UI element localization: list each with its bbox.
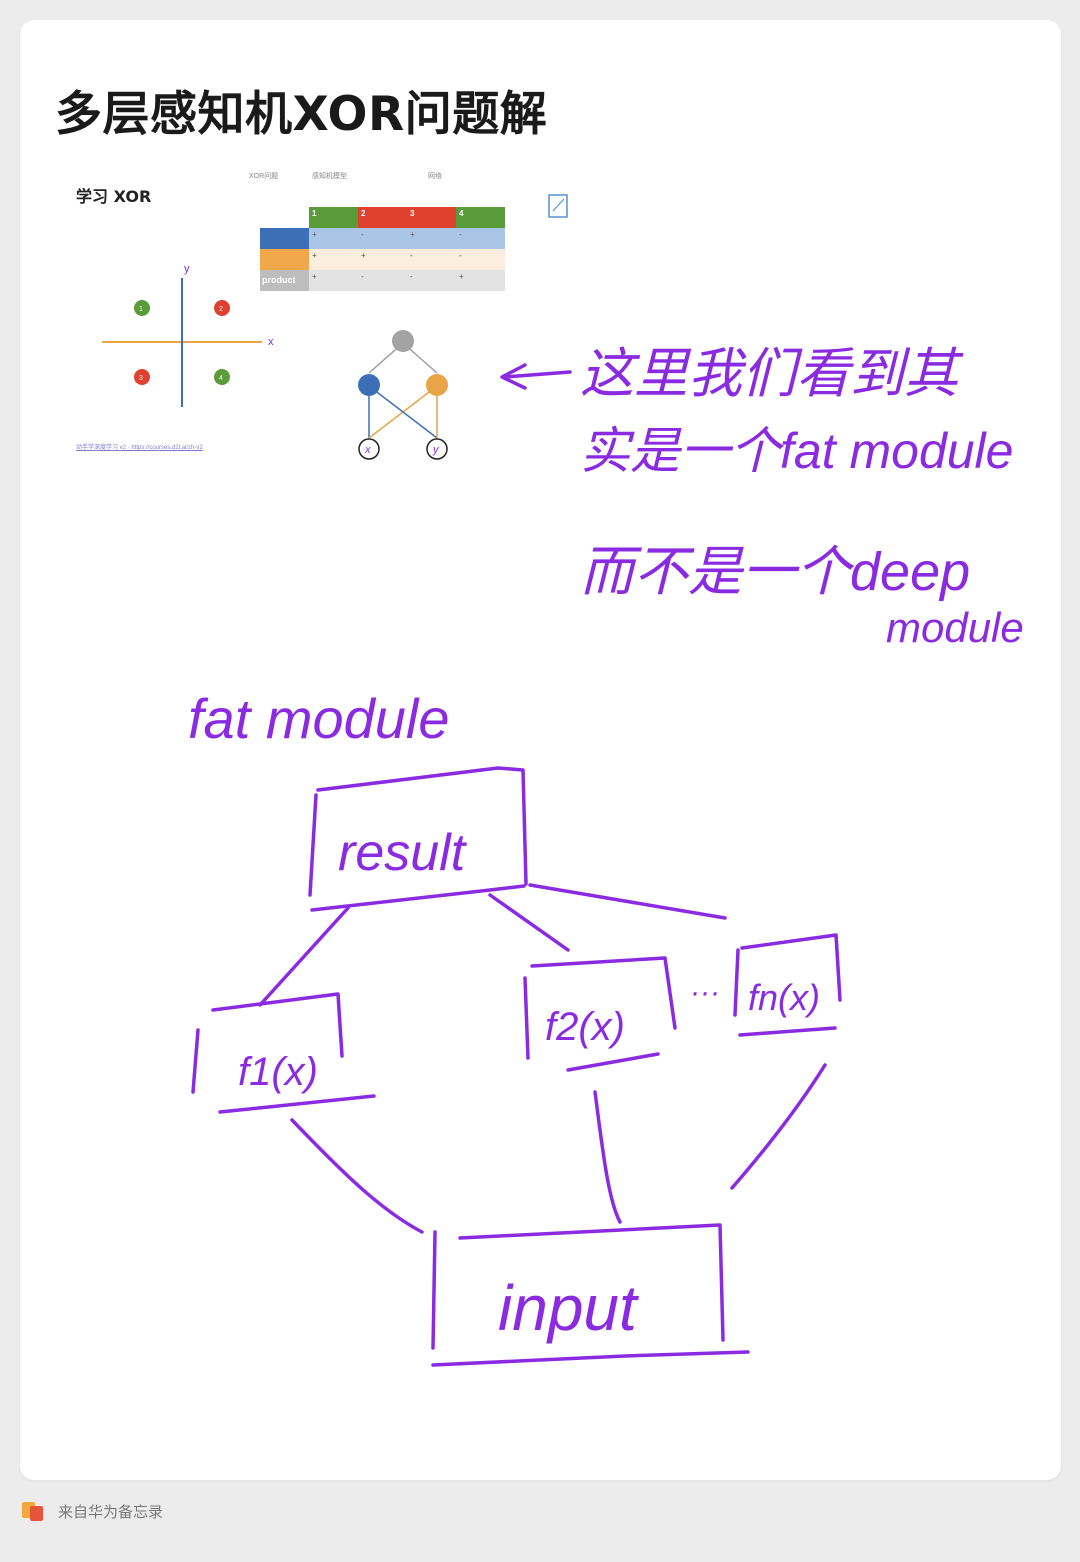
point-label: 1	[139, 306, 143, 313]
y-axis-label: y	[184, 263, 190, 275]
input-node-y	[426, 438, 448, 460]
arrow-head	[500, 363, 527, 390]
f2-box-outline	[523, 956, 677, 1072]
input-box-outline	[431, 1223, 750, 1367]
result-box-outline	[308, 766, 528, 912]
ellipsis-label: ···	[690, 976, 720, 1009]
note-line: 实是一个fat module	[580, 423, 1013, 479]
table-row: + + - -	[260, 249, 505, 270]
table-cell: +	[309, 270, 358, 291]
result-connectors	[258, 883, 727, 1007]
note-line: 这里我们看到其	[580, 344, 964, 404]
table-cell: -	[456, 249, 505, 270]
point-3	[134, 369, 150, 385]
hidden-node-orange	[426, 374, 448, 396]
slide-title: 学习 XOR	[76, 187, 152, 206]
table-cell: -	[407, 249, 456, 270]
point-4	[214, 369, 230, 385]
table-cell: -	[358, 228, 407, 249]
row-label: product	[260, 270, 309, 291]
point-label: 3	[139, 375, 143, 382]
slide-footer-link[interactable]: 动手学深度学习 v2 · https://courses.d2l.ai/zh-v…	[76, 445, 203, 451]
point-1	[134, 300, 150, 316]
table-cell: -	[358, 270, 407, 291]
table-cell: +	[456, 270, 505, 291]
source-label: 来自华为备忘录	[58, 1502, 164, 1521]
input-label: input	[498, 1272, 639, 1344]
handwriting-layer: 这里我们看到其 实是一个fat module 而不是一个deep module …	[188, 344, 1024, 1367]
table-row: + - + -	[260, 228, 505, 249]
fn-label: fn(x)	[748, 977, 820, 1018]
table-cell: +	[309, 228, 358, 249]
diagram-title: fat module	[188, 687, 450, 750]
table-cell: -	[456, 228, 505, 249]
embedded-slide-image[interactable]: 学习 XOR XOR问题 感知机模型 网络 x y 1 2 3 4	[56, 165, 578, 465]
point-2	[214, 300, 230, 316]
note-card: 多层感知机XOR问题解 学习 XOR XOR问题 感知机模型 网络 x y 1 …	[20, 20, 1061, 1480]
table-cell: +	[309, 249, 358, 270]
table-cell: +	[407, 228, 456, 249]
note-line: module	[886, 604, 1024, 651]
point-label: 4	[219, 375, 223, 382]
memo-app-icon	[22, 1500, 44, 1522]
table-cell: -	[407, 270, 456, 291]
document-icon	[548, 194, 568, 218]
note-title: 多层感知机XOR问题解	[55, 87, 548, 142]
table-cell: +	[358, 249, 407, 270]
slide-header-label: XOR问题	[249, 173, 279, 180]
table-header-cell: 4	[456, 207, 505, 228]
input-node-x	[358, 438, 380, 460]
result-label: result	[338, 824, 468, 882]
slide-header-label: 网络	[428, 173, 442, 180]
table-row: product + - - +	[260, 270, 505, 291]
point-label: 2	[219, 306, 223, 313]
x-axis-label: x	[268, 336, 274, 348]
f1-label: f1(x)	[238, 1050, 318, 1094]
note-line: 而不是一个deep	[580, 542, 970, 602]
table-header-row: 1 2 3 4	[260, 207, 505, 228]
slide-header-label: 感知机模型	[312, 173, 347, 180]
hidden-node-blue	[358, 374, 380, 396]
output-node	[392, 330, 414, 352]
source-footer[interactable]: 来自华为备忘录	[22, 1496, 163, 1526]
fn-box-outline	[733, 933, 842, 1037]
table-header-cell: 2	[358, 207, 407, 228]
arrow-shaft	[503, 370, 572, 379]
f2-label: f2(x)	[545, 1005, 625, 1049]
table-header-cell: 1	[309, 207, 358, 228]
row-label	[260, 249, 309, 270]
mini-network-diagram: x y	[358, 330, 448, 460]
row-label	[260, 228, 309, 249]
table-header-cell: 3	[407, 207, 456, 228]
input-connectors	[290, 1063, 827, 1234]
xor-truth-table: 1 2 3 4 + - + - + + - - product +	[260, 207, 505, 291]
xor-quadrant-plot: x y 1 2 3 4	[102, 263, 274, 407]
input-node-label: y	[432, 444, 440, 456]
input-node-label: x	[364, 444, 371, 456]
f1-box-outline	[191, 992, 376, 1114]
